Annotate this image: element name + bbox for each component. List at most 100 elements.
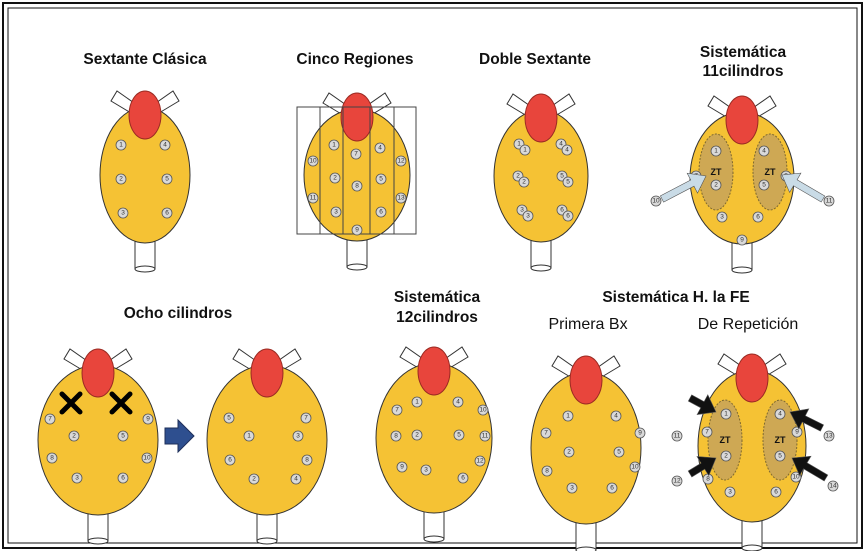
biopsy-site-number: 5: [617, 449, 621, 456]
title-sistematica-fe: Sistemática H. la FE: [602, 289, 749, 306]
biopsy-site-number: 9: [740, 237, 744, 244]
biopsy-site-number: 2: [724, 453, 728, 460]
biopsy-site-number: 6: [379, 209, 383, 216]
title-sextante-clasica: Sextante Clásica: [83, 51, 207, 68]
diagram-cinco-regiones: 12345678910111213: [297, 93, 416, 270]
biopsy-site-number: 9: [400, 464, 404, 471]
biopsy-site-number: 3: [526, 213, 530, 220]
diagram-doble-sextante: 112233445566: [494, 94, 588, 271]
biopsy-site-number: 1: [332, 142, 336, 149]
biopsy-site-number: 10: [143, 455, 151, 462]
urethra: [525, 94, 557, 142]
biopsy-site-number: 6: [566, 213, 570, 220]
biopsy-site-number: 13: [825, 433, 833, 440]
biopsy-site-number: 13: [397, 195, 405, 202]
diagram-de-repeticion: ZTZT1234567891011121314: [672, 354, 838, 551]
biopsy-site-number: 3: [296, 433, 300, 440]
title-ocho-cilindros: Ocho cilindros: [124, 305, 233, 322]
urethra: [570, 356, 602, 404]
urethra-tube-end: [531, 265, 551, 271]
biopsy-site-number: 11: [310, 195, 317, 202]
urethra: [736, 354, 768, 402]
biopsy-site-number: 6: [774, 489, 778, 496]
biopsy-site-number: 12: [476, 458, 484, 465]
zone-label: ZT: [711, 167, 722, 177]
biopsy-site-number: 3: [75, 475, 79, 482]
biopsy-site-number: 3: [121, 210, 125, 217]
diagram-sextante-clasica: 123456: [100, 91, 190, 272]
urethra-tube-end: [257, 538, 277, 544]
urethra-tube-end: [88, 538, 108, 544]
biopsy-site-number: 7: [544, 430, 548, 437]
biopsy-site-number: 9: [638, 430, 642, 437]
biopsy-site-number: 10: [309, 158, 317, 165]
biopsy-site-number: 8: [394, 433, 398, 440]
urethra-tube-end: [576, 547, 596, 551]
biopsy-site-number: 2: [714, 182, 718, 189]
biopsy-site-number: 4: [559, 141, 563, 148]
biopsy-site-number: 5: [121, 433, 125, 440]
biopsy-site-number: 7: [395, 407, 399, 414]
biopsy-site-number: 7: [354, 151, 358, 158]
biopsy-site-number: 2: [252, 476, 256, 483]
biopsy-site-number: 2: [522, 179, 526, 186]
biopsy-site-number: 2: [516, 173, 520, 180]
biopsy-site-number: 6: [165, 210, 169, 217]
biopsy-site-number: 4: [614, 413, 618, 420]
biopsy-site-number: 10: [479, 407, 487, 414]
title-doble-sextante: Doble Sextante: [479, 51, 591, 68]
biopsy-site-number: 8: [50, 455, 54, 462]
biopsy-site-number: 5: [227, 415, 231, 422]
biopsy-site-number: 3: [520, 207, 524, 214]
label-primera-bx: Primera Bx: [548, 316, 627, 333]
biopsy-site-number: 4: [778, 411, 782, 418]
urethra: [341, 93, 373, 141]
zone-label: ZT: [775, 435, 786, 445]
biopsy-site-number: 4: [762, 148, 766, 155]
biopsy-site-number: 3: [728, 489, 732, 496]
biopsy-site-number: 7: [304, 415, 308, 422]
biopsy-site-number: 2: [72, 433, 76, 440]
biopsy-site-number: 5: [560, 173, 564, 180]
biopsy-site-number: 5: [165, 176, 169, 183]
zone-label: ZT: [720, 435, 731, 445]
biopsy-site-number: 3: [334, 209, 338, 216]
biopsy-site-number: 6: [756, 214, 760, 221]
biopsy-site-number: 8: [545, 468, 549, 475]
diagram-ocho-cilindros-after: 12345678: [207, 349, 327, 544]
label-de-repeticion: De Repetición: [698, 316, 799, 333]
urethra: [251, 349, 283, 397]
biopsy-site-number: 5: [778, 453, 782, 460]
biopsy-site-number: 3: [720, 214, 724, 221]
urethra-tube-end: [424, 536, 444, 542]
biopsy-site-number: 10: [792, 474, 800, 481]
urethra: [82, 349, 114, 397]
biopsy-site-number: 11: [826, 198, 833, 205]
zone-label: ZT: [765, 167, 776, 177]
biopsy-site-number: 4: [456, 399, 460, 406]
title-cinco-regiones: Cinco Regiones: [296, 51, 413, 68]
biopsy-site-number: 11: [674, 433, 681, 440]
diagram-ocho-cilindros-before: 235678910: [38, 349, 158, 544]
biopsy-site-number: 3: [570, 485, 574, 492]
biopsy-site-number: 1: [517, 141, 521, 148]
urethra-tube-end: [732, 267, 752, 273]
biopsy-site-number: 6: [461, 475, 465, 482]
biopsy-site-number: 12: [397, 158, 405, 165]
biopsy-site-number: 1: [247, 433, 251, 440]
biopsy-site-number: 9: [795, 429, 799, 436]
transition-arrow: [165, 420, 194, 452]
biopsy-site-number: 6: [560, 207, 564, 214]
biopsy-site-number: 1: [119, 142, 123, 149]
urethra: [418, 347, 450, 395]
biopsy-site-number: 9: [355, 227, 359, 234]
title-sistematica-12-line2: 12cilindros: [396, 309, 478, 326]
biopsy-site-number: 1: [566, 413, 570, 420]
biopsy-site-number: 1: [523, 147, 527, 154]
biopsy-site-number: 5: [566, 179, 570, 186]
biopsy-site-number: 6: [228, 457, 232, 464]
biopsy-site-number: 9: [146, 416, 150, 423]
biopsy-site-number: 6: [610, 485, 614, 492]
